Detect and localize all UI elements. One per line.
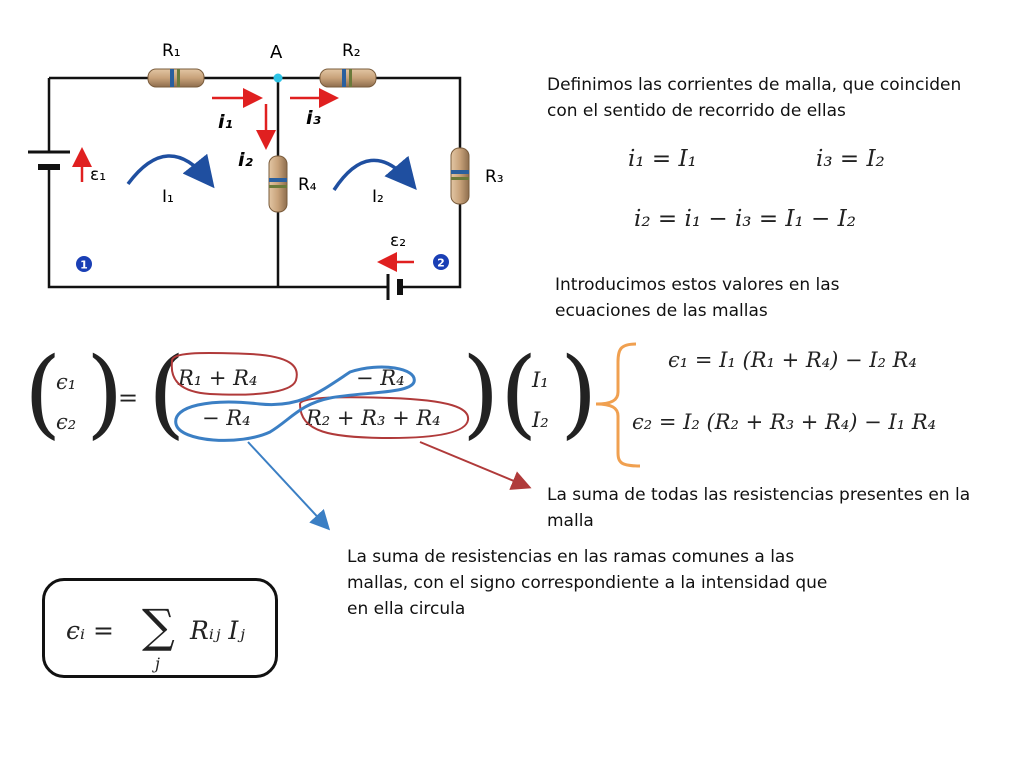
system-eq-1: ϵ₁ = I₁ (R₁ + R₄) − I₂ R₄ — [668, 348, 917, 372]
loop-arrow-1 — [126, 153, 215, 189]
label-r3: R₃ — [485, 167, 504, 187]
vec-e1: ϵ₁ — [56, 370, 77, 394]
general-formula-box — [42, 578, 278, 678]
resistor-r3 — [450, 147, 470, 205]
paren-left-m: ( — [148, 337, 186, 449]
label-r2: R₂ — [342, 41, 361, 61]
vec-i2: I₂ — [532, 408, 549, 432]
battery-emf2 — [386, 274, 403, 300]
general-lhs: ϵᵢ = — [66, 616, 114, 645]
vec-e2: ϵ₂ — [56, 410, 77, 434]
label-emf2: ε₂ — [390, 231, 406, 251]
paren-left-e: ( — [24, 337, 62, 449]
resistor-r2 — [319, 68, 377, 88]
matrix-m21: − R₄ — [202, 406, 251, 430]
note-blue: La suma de resistencias en las ramas com… — [347, 547, 828, 619]
general-index: j — [155, 654, 160, 673]
label-node-a: A — [270, 42, 283, 63]
eq-i2: i₂ = i₁ − i₃ = I₁ − I₂ — [634, 206, 856, 232]
mesh-badge-1: 1 — [76, 256, 92, 272]
matrix-m11: R₁ + R₄ — [178, 366, 258, 390]
blue-annotation-arrow — [247, 441, 331, 531]
label-i2: i₂ — [238, 149, 254, 171]
label-loop-2: I₂ — [372, 187, 384, 207]
label-i1: i₁ — [218, 111, 233, 133]
system-brace — [595, 342, 641, 468]
resistor-r1 — [147, 68, 205, 88]
mesh-badge-2: 2 — [433, 254, 449, 270]
paren-right-i: ) — [560, 337, 598, 449]
label-i3: i₃ — [306, 107, 322, 129]
note-red: La suma de todas las resistencias presen… — [547, 485, 971, 531]
vec-i1: I₁ — [532, 368, 549, 392]
matrix-m12: − R₄ — [356, 366, 405, 390]
label-r1: R₁ — [162, 41, 181, 61]
battery-emf1 — [28, 150, 70, 170]
eq-i1: i₁ = I₁ — [628, 146, 697, 172]
intro-text: Definimos las corrientes de malla, que c… — [547, 75, 962, 121]
loop-arrow-2 — [332, 155, 417, 191]
label-emf1: ε₁ — [90, 165, 106, 185]
general-rhs: Rᵢⱼ Iⱼ — [190, 616, 245, 645]
system-eq-2: ϵ₂ = I₂ (R₂ + R₃ + R₄) − I₁ R₄ — [632, 410, 937, 434]
general-sum: ∑ — [142, 599, 175, 653]
paren-right-e: ) — [86, 337, 124, 449]
eq-i3: i₃ = I₂ — [816, 146, 885, 172]
matrix-m22: R₂ + R₃ + R₄ — [306, 406, 441, 430]
label-r4: R₄ — [298, 175, 317, 195]
paren-left-i: ( — [500, 337, 538, 449]
node-a-dot — [273, 73, 283, 83]
matrix-equals: = — [118, 384, 139, 412]
label-loop-1: I₁ — [162, 187, 174, 207]
paren-right-m: ) — [462, 337, 500, 449]
svg-text:1: 1 — [80, 259, 88, 272]
circuit-diagram: 1 2 R₁ A R₂ R₃ R₄ ε₁ ε₂ i₁ i₃ i₂ I₁ I₂ — [28, 41, 504, 300]
circuit-wires — [47, 76, 462, 289]
svg-text:2: 2 — [437, 257, 445, 270]
resistor-r4 — [268, 155, 288, 213]
values-intro-text: Introducimos estos valores en las ecuaci… — [555, 275, 840, 321]
